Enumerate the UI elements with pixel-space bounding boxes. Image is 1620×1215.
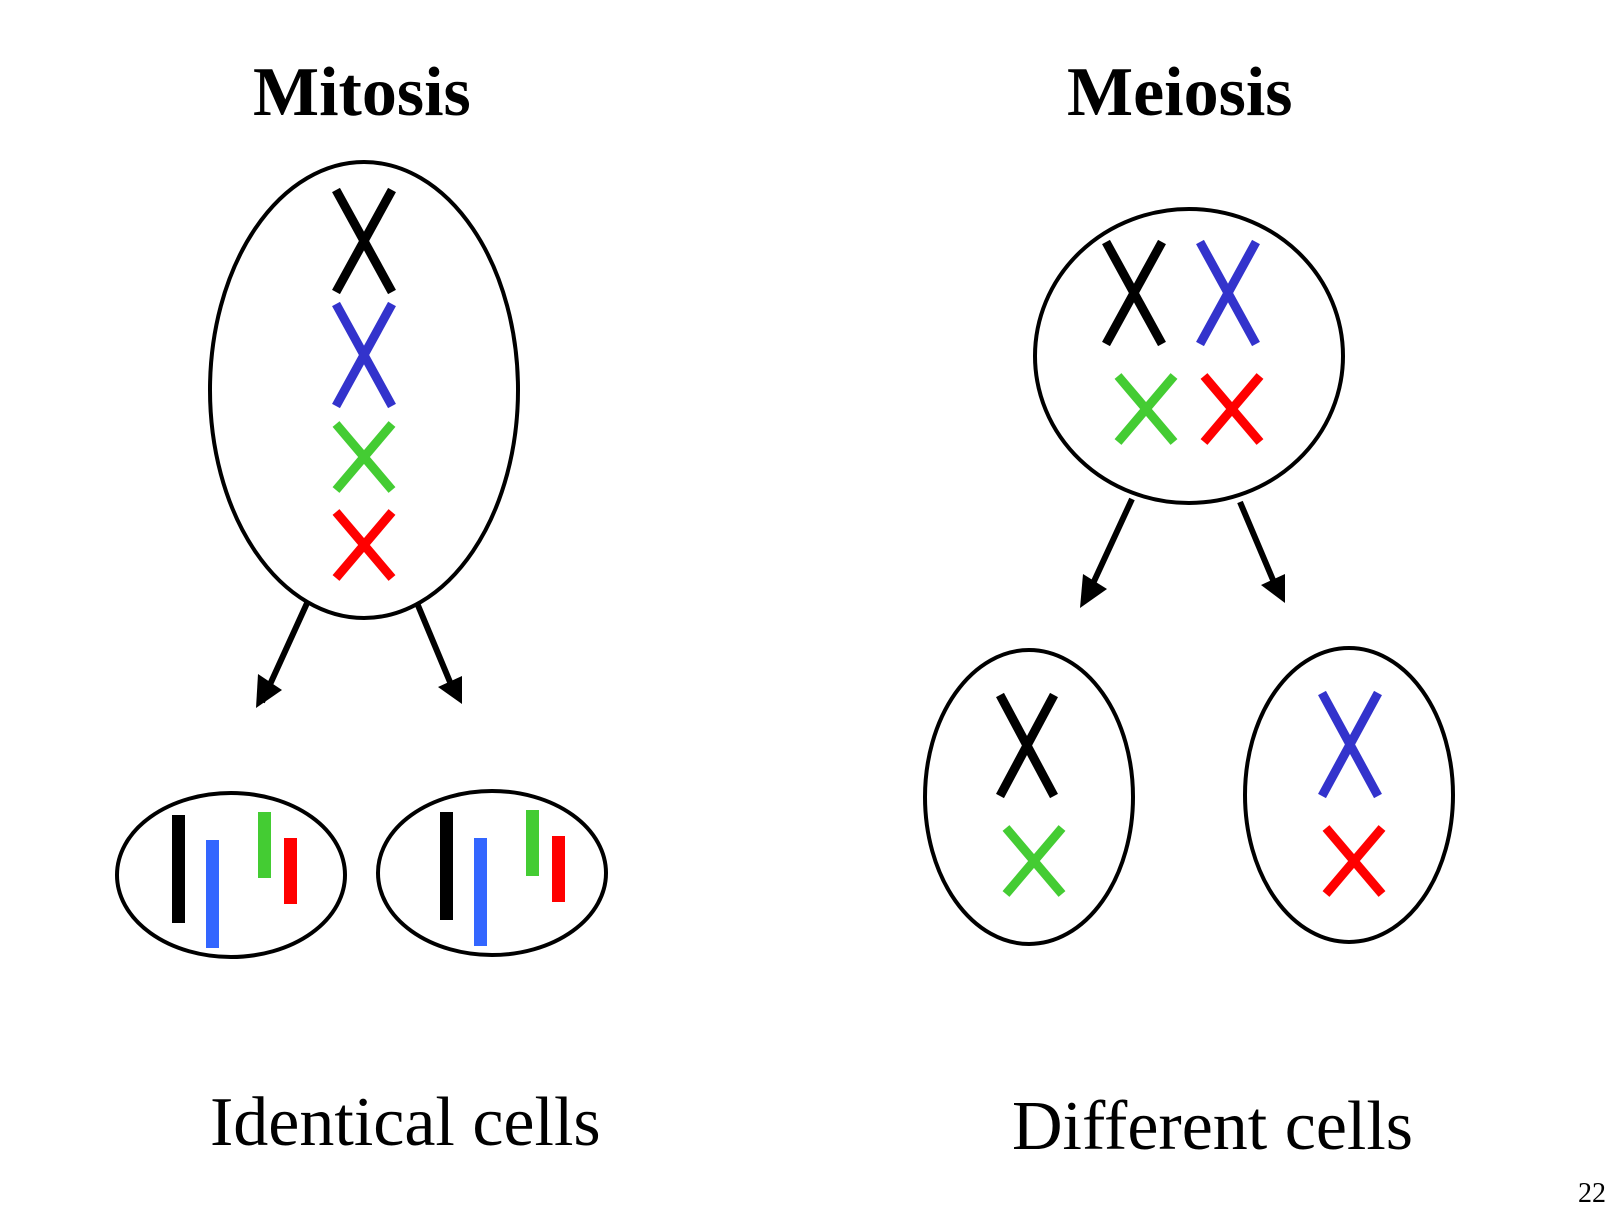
meiosis-parent-cell <box>1033 207 1345 505</box>
chromatid-black <box>172 815 185 923</box>
mitosis-caption: Identical cells <box>210 1084 601 1161</box>
mitosis-chromosome-blue <box>332 301 396 409</box>
page-number: 22 <box>1578 1178 1606 1209</box>
chromatid-black <box>440 812 453 920</box>
mitosis-right-chromatids <box>440 810 565 946</box>
meiosis-daughter-cell-right <box>1243 646 1455 944</box>
meiosis-daughter-cell-left <box>923 648 1135 946</box>
meiosis-arrow-left <box>1087 497 1135 592</box>
chromatid-green <box>258 812 271 878</box>
meiosis-chromosome-green <box>1114 373 1178 445</box>
mitosis-chromosome-black <box>332 187 396 295</box>
meiosis-chromosome-red <box>1200 373 1264 445</box>
chromatid-green <box>526 810 539 876</box>
mitosis-left-chromatids <box>172 812 297 948</box>
meiosis-chromosome-black <box>1102 239 1166 347</box>
mitosis-arrow-right <box>414 601 453 684</box>
chromatid-red <box>284 838 297 904</box>
chromatid-red <box>552 836 565 902</box>
mitosis-arrowhead-left <box>256 674 282 708</box>
meiosis-chromosome-blue <box>1196 239 1260 347</box>
meiosis-arrow-right <box>1237 500 1276 582</box>
meiosis-arrowhead-left <box>1080 574 1107 608</box>
chromatid-blue <box>206 840 219 948</box>
mitosis-chromosome-red <box>332 509 396 581</box>
meiosis-arrowhead-right <box>1261 574 1285 603</box>
mitosis-chromosome-green <box>332 421 396 493</box>
mitosis-daughter-cell-right <box>376 789 608 957</box>
meiosis-left-chromosome-green <box>1002 825 1066 897</box>
mitosis-title: Mitosis <box>253 54 471 131</box>
meiosis-caption: Different cells <box>1012 1088 1414 1165</box>
meiosis-right-chromosome-red <box>1322 825 1386 897</box>
mitosis-arrowhead-right <box>438 676 462 704</box>
mitosis-parent-cell <box>208 160 520 620</box>
meiosis-right-chromosome-blue <box>1318 690 1382 799</box>
chromatid-blue <box>474 838 487 946</box>
mitosis-daughter-cell-left <box>115 791 347 959</box>
meiosis-title: Meiosis <box>1067 54 1293 131</box>
meiosis-left-chromosome-black <box>996 692 1058 799</box>
